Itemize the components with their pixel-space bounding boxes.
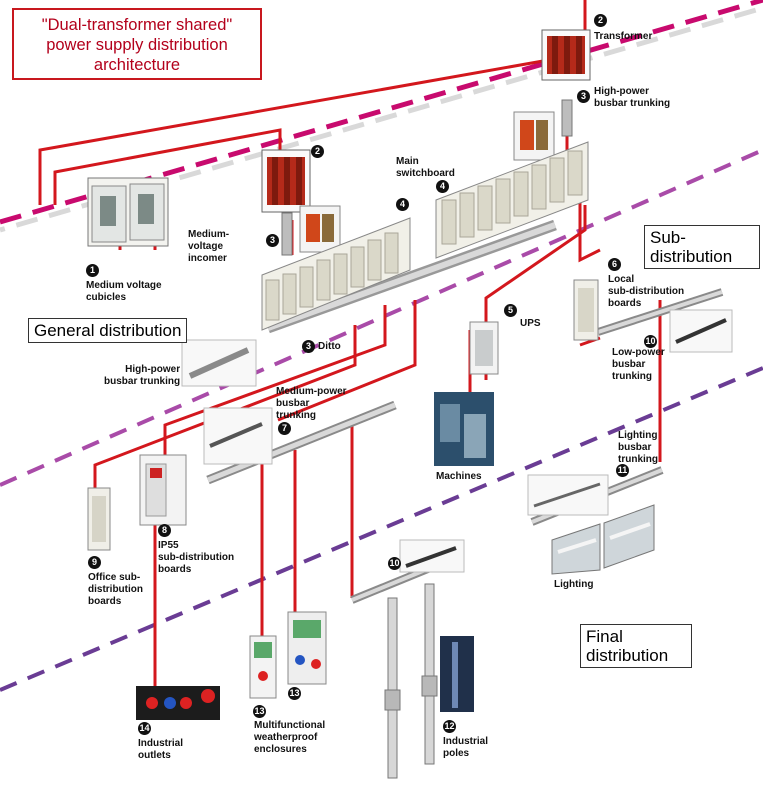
zone-label-general: General distribution: [28, 318, 188, 343]
diagram-title: "Dual-transformer shared" power supply d…: [12, 8, 262, 80]
poles-photo: [440, 636, 474, 712]
marker-2-transformer-left: 2: [311, 145, 324, 158]
hp-busbar-image: [181, 339, 257, 387]
lighting-fixtures: [551, 504, 655, 575]
marker-1-cubicles: 1: [86, 264, 99, 277]
marker-3-ditto: 3: [302, 340, 315, 353]
marker-12-poles: 12: [443, 720, 456, 733]
label-transformer: Transformer: [594, 31, 653, 42]
cable-to-mp-busbar: [277, 300, 417, 422]
relay-unit-left: [299, 205, 341, 253]
main-switchboard-panel: [435, 141, 589, 259]
marker-8-ip55: 8: [158, 524, 171, 537]
marker-13-right: 13: [288, 687, 301, 700]
ip55-board: [139, 454, 187, 526]
hp-busbar-vertical-right: [561, 99, 573, 137]
cable-to-ip55: [163, 305, 387, 470]
boundary-general-sub: [0, 148, 763, 487]
label-mv-incomer: Medium- voltage incomer: [188, 229, 230, 264]
cable-incomer-lower: [53, 128, 282, 205]
label-hp-busbar-top: High-power busbar trunking: [594, 86, 671, 109]
label-machines: Machines: [436, 471, 482, 482]
ups-unit: [469, 321, 499, 375]
label-local-sub: Local sub-distribution boards: [608, 274, 685, 309]
label-office-sub: Office sub- distribution boards: [88, 572, 143, 607]
marker-3-left: 3: [266, 234, 279, 247]
marker-13-left: 13: [253, 705, 266, 718]
label-ups: UPS: [520, 318, 541, 329]
label-low-power-busbar: Low-power busbar trunking: [612, 347, 665, 382]
marker-7-mp: 7: [278, 422, 291, 435]
marker-4-main: 4: [436, 180, 449, 193]
marker-11-lighting: 11: [616, 464, 629, 477]
marker-3-hp-busbar: 3: [577, 90, 590, 103]
label-industrial-poles: Industrial poles: [443, 736, 489, 759]
local-sub-board: [573, 279, 599, 341]
mp-busbar-image: [203, 407, 273, 465]
industrial-poles: [384, 583, 438, 779]
title-line-3: architecture: [93, 56, 181, 74]
industrial-outlets-image: [136, 686, 220, 720]
cable-switchboard-to-local: [578, 200, 601, 263]
zone-label-final: Final distribution: [580, 624, 692, 668]
label-weatherproof: Multifunctional weatherproof enclosures: [254, 720, 326, 755]
transformer-left: [261, 149, 311, 213]
general-switchboard-panel: [261, 217, 411, 331]
label-hp-busbar-left: High-power busbar trunking: [104, 364, 181, 387]
marker-10-lowpower: 10: [644, 335, 657, 348]
label-mv-cubicles: Medium voltage cubicles: [86, 280, 162, 303]
lp-busbar-image: [669, 309, 733, 353]
office-sub-board: [87, 487, 111, 551]
lighting-busbar-image: [527, 474, 609, 516]
label-lighting-busbar: Lighting busbar trunking: [618, 430, 658, 465]
marker-14-outlets: 14: [138, 722, 151, 735]
weatherproof-enclosures: [249, 611, 327, 699]
marker-5-ups: 5: [504, 304, 517, 317]
marker-9-office: 9: [88, 556, 101, 569]
title-line-2: power supply distribution: [46, 36, 228, 54]
transformer-right: [541, 29, 591, 81]
marker-2-transformer: 2: [594, 14, 607, 27]
marker-6-local: 6: [608, 258, 621, 271]
label-lighting: Lighting: [554, 579, 594, 590]
machines-image: [434, 392, 494, 466]
mv-cubicles: [87, 177, 169, 247]
poles-busbar-image: [399, 539, 465, 573]
label-mp-busbar: Medium-power busbar trunking: [276, 386, 347, 421]
label-ditto: Ditto: [318, 341, 341, 352]
boundary-sub-final: [0, 366, 763, 692]
label-main-switchboard: Main switchboard: [396, 156, 455, 179]
boundary-top-magenta: [0, 0, 763, 225]
zone-label-sub: Sub- distribution: [644, 225, 760, 269]
hp-busbar-vertical-left: [281, 212, 293, 256]
relay-unit-right: [513, 111, 555, 161]
label-ip55: IP55 sub-distribution boards: [158, 540, 235, 575]
label-industrial-outlets: Industrial outlets: [138, 738, 184, 761]
title-line-1: "Dual-transformer shared": [41, 16, 233, 34]
marker-10-poles: 10: [388, 557, 401, 570]
marker-4-general: 4: [396, 198, 409, 211]
